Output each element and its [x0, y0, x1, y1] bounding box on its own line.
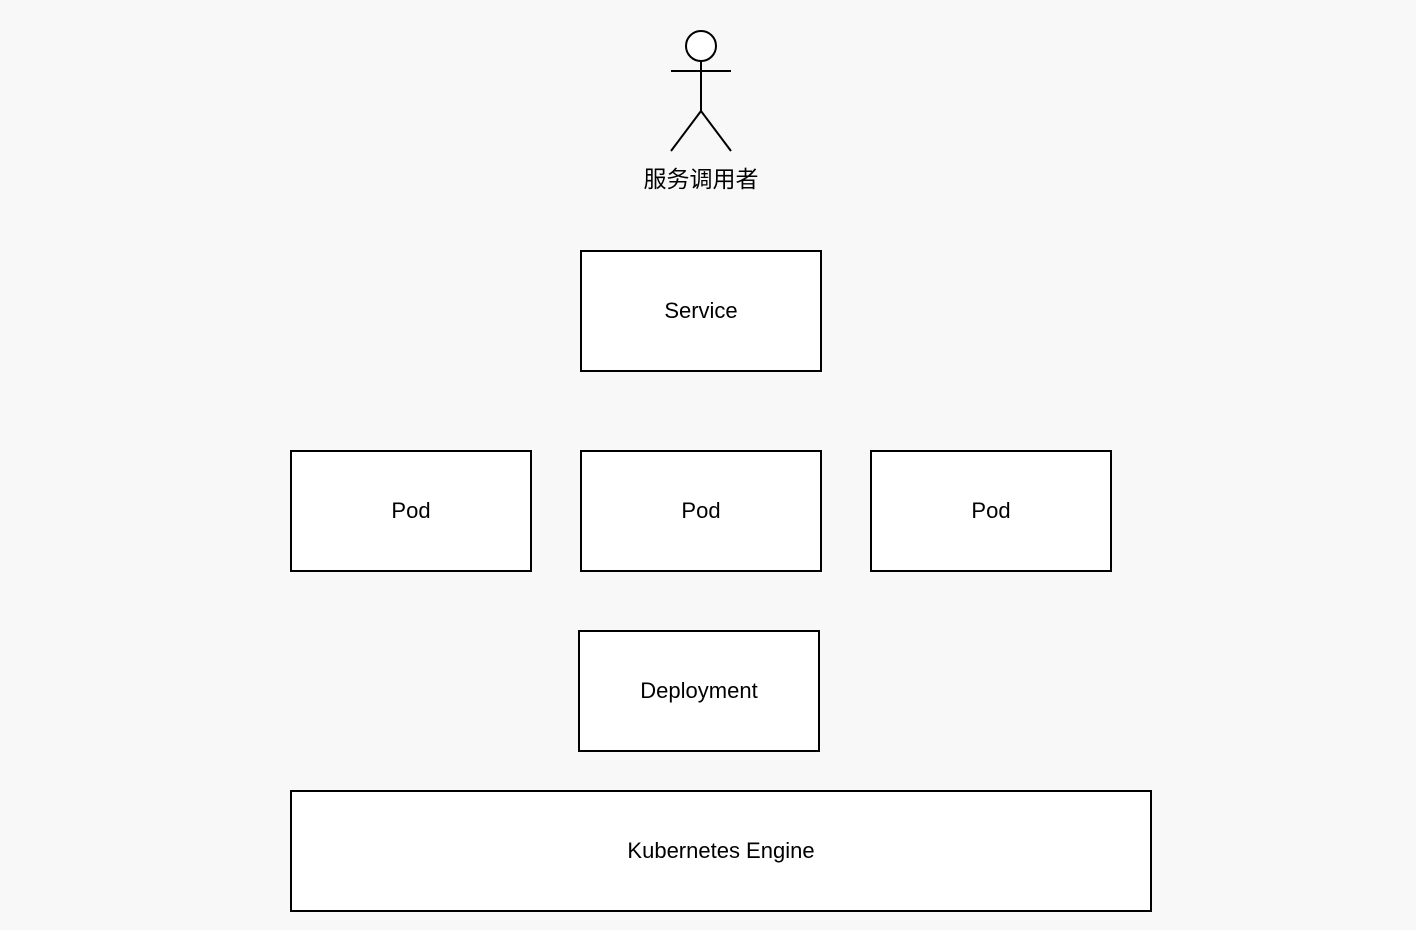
service-node[interactable]: Service — [580, 250, 822, 372]
actor-label: 服务调用者 — [643, 167, 759, 193]
kubernetes-engine-node[interactable]: Kubernetes Engine — [290, 790, 1152, 912]
pod-node-2[interactable]: Pod — [580, 450, 822, 572]
pod-label: Pod — [971, 498, 1011, 523]
user-actor-icon — [670, 30, 732, 152]
pod-label: Pod — [391, 498, 431, 523]
service-label: Service — [664, 298, 738, 323]
pod-node-3[interactable]: Pod — [870, 450, 1112, 572]
pod-node-1[interactable]: Pod — [290, 450, 532, 572]
deployment-label: Deployment — [640, 678, 758, 703]
pod-label: Pod — [681, 498, 721, 523]
engine-label: Kubernetes Engine — [627, 838, 815, 863]
deployment-node[interactable]: Deployment — [578, 630, 820, 752]
